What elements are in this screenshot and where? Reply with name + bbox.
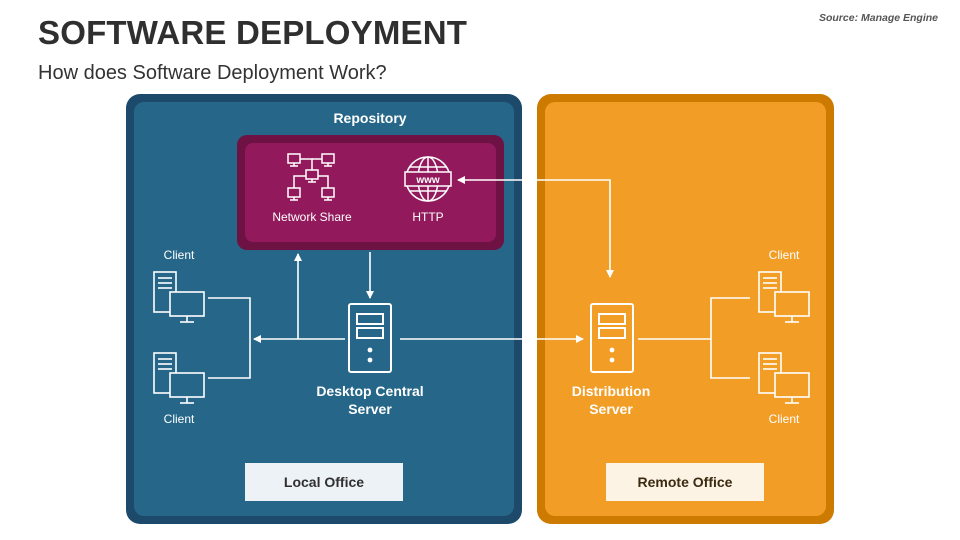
local-client-label-1: Client — [163, 248, 195, 262]
distribution-server-label: Distribution Server — [571, 383, 651, 417]
desktop-central-server-label: Desktop Central Server — [316, 383, 424, 417]
remote-client-label-2: Client — [768, 412, 800, 426]
http-to-distribution-arrow — [457, 176, 614, 278]
desktop-central-server-icon — [348, 303, 392, 373]
local-client-1-computer-icon — [153, 271, 205, 323]
svg-text:www: www — [415, 175, 440, 186]
local-client-label-2: Client — [163, 412, 195, 426]
remote-office-label: Remote Office — [606, 463, 764, 501]
http-label: HTTP — [412, 210, 444, 224]
remote-client-label-1: Client — [768, 248, 800, 262]
remote-client-2-computer-icon — [758, 352, 810, 404]
remote-client-bracket — [710, 297, 750, 379]
local-client-2-computer-icon — [153, 352, 205, 404]
network-share-icon — [287, 153, 335, 201]
network-share-label: Network Share — [272, 210, 352, 224]
globe-www-icon: www — [404, 156, 452, 202]
source-note: Source: Manage Engine — [818, 12, 938, 24]
local-office-label: Local Office — [245, 463, 403, 501]
remote-client-1-computer-icon — [758, 271, 810, 323]
page-subtitle: How does Software Deployment Work? — [38, 62, 387, 84]
local-client-bracket — [208, 297, 251, 379]
distribution-server-icon — [590, 303, 634, 373]
repository-title: Repository — [333, 110, 407, 126]
page-title: SOFTWARE DEPLOYMENT — [38, 14, 468, 51]
